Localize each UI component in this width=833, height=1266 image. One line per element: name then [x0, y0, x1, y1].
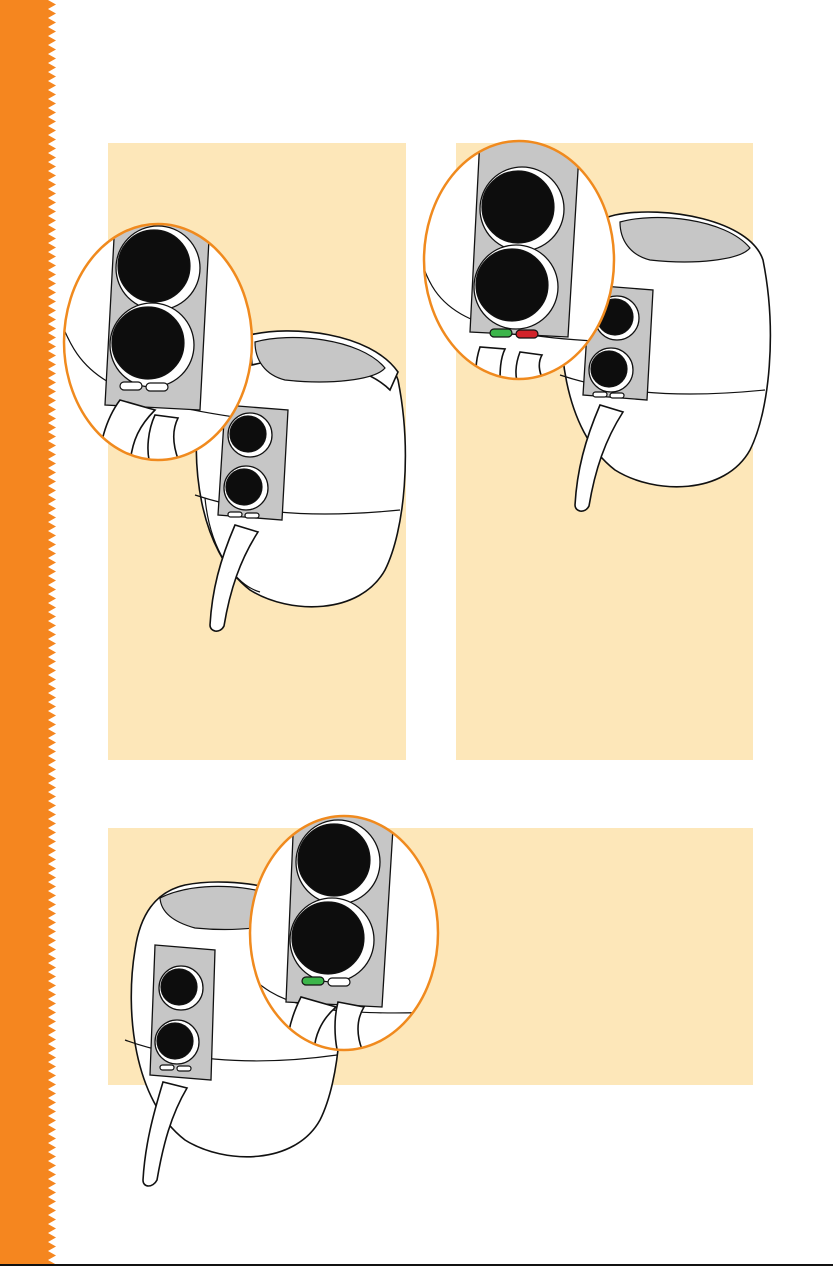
control-panel-zoom-2: [420, 137, 618, 383]
indicator-light-2: [146, 383, 168, 391]
indicator-light-green: [302, 977, 324, 985]
decorative-side-stripe: [0, 0, 58, 1266]
control-panel-zoom-1: [60, 220, 256, 464]
indicator-light-red: [516, 330, 538, 338]
control-panel-zoom-3: [246, 812, 442, 1054]
indicator-light-green: [490, 329, 512, 337]
indicator-light-off: [328, 978, 350, 986]
indicator-light-1: [120, 382, 142, 390]
